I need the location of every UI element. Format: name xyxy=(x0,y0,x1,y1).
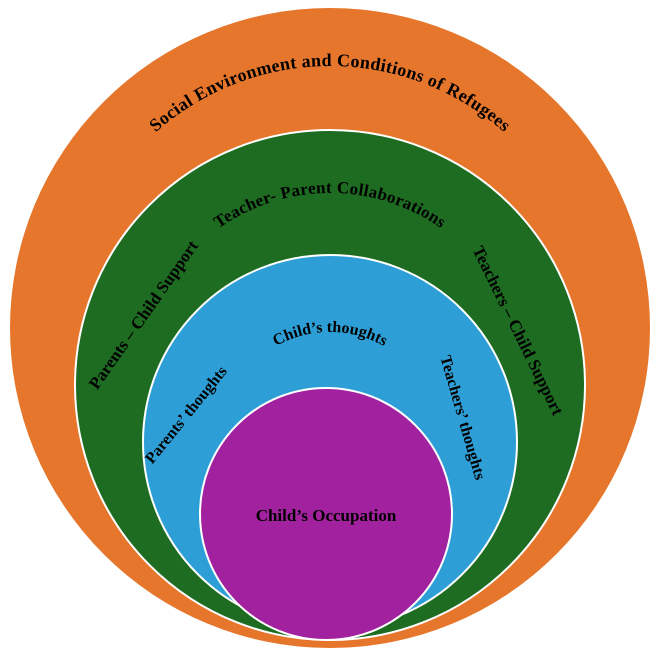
label-childs-occupation: Child’s Occupation xyxy=(256,506,397,525)
ring-child-occupation xyxy=(199,387,453,641)
